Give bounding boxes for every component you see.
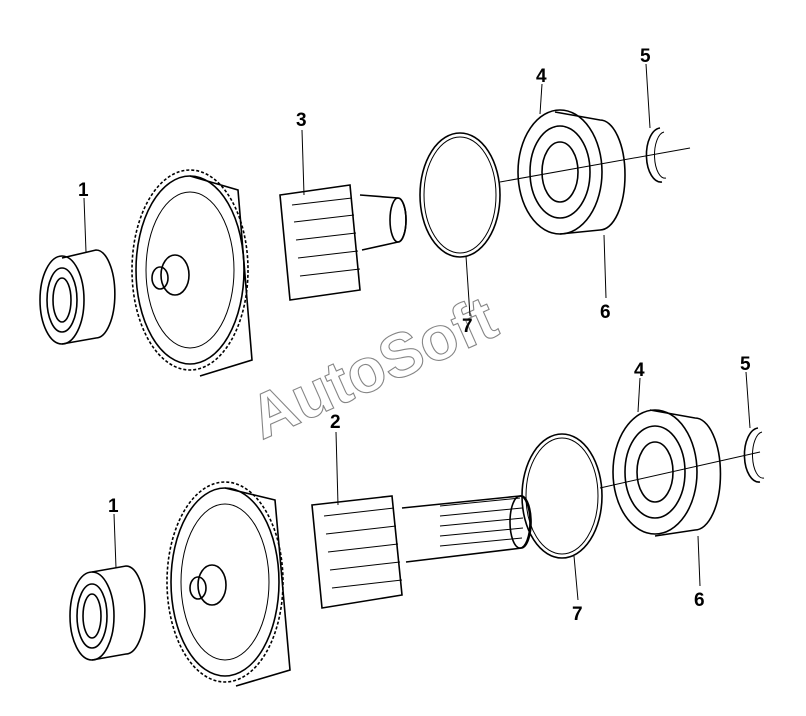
lower-leader-2	[335, 431, 339, 506]
lower-leader-4	[637, 377, 641, 413]
upper-callout-1: 1	[78, 180, 89, 201]
upper-o-ring	[419, 132, 501, 258]
upper-callout-3: 3	[296, 110, 307, 131]
upper-circlip	[645, 127, 667, 183]
lower-o-ring	[521, 433, 603, 559]
upper-leader-3	[301, 129, 305, 196]
upper-ball-bearing	[499, 109, 691, 235]
watermark-text: AutoSoft	[240, 283, 507, 452]
upper-callout-5: 5	[640, 46, 651, 67]
lower-leader-5	[745, 371, 751, 429]
lower-callout-6: 6	[694, 590, 705, 611]
upper-roller-bearing	[39, 249, 116, 345]
lower-callout-4: 4	[634, 360, 645, 381]
lower-callout-5: 5	[740, 354, 751, 375]
upper-callout-4: 4	[536, 66, 547, 87]
upper-leader-4	[539, 83, 543, 115]
lower-countershaft-gear	[166, 481, 532, 687]
lower-ball-bearing	[599, 409, 761, 537]
upper-leader-5	[645, 63, 651, 129]
lower-assembly: 1 2 4 5 6 7	[69, 354, 765, 687]
upper-leader-7	[465, 255, 471, 317]
lower-callout-7: 7	[572, 604, 583, 625]
lower-leader-6	[697, 535, 701, 587]
lower-leader-1	[113, 513, 117, 569]
upper-leader-1	[83, 197, 87, 253]
upper-callout-6: 6	[600, 302, 611, 323]
lower-roller-bearing	[69, 565, 146, 661]
upper-assembly: 1 3 4 5 6 7	[39, 46, 691, 377]
upper-countershaft-gear	[131, 169, 407, 377]
lower-leader-7	[573, 555, 579, 601]
lower-callout-2: 2	[330, 412, 341, 433]
upper-callout-7: 7	[462, 316, 473, 337]
lower-callout-1: 1	[108, 496, 119, 517]
upper-leader-6	[603, 234, 607, 299]
lower-circlip	[743, 427, 765, 483]
